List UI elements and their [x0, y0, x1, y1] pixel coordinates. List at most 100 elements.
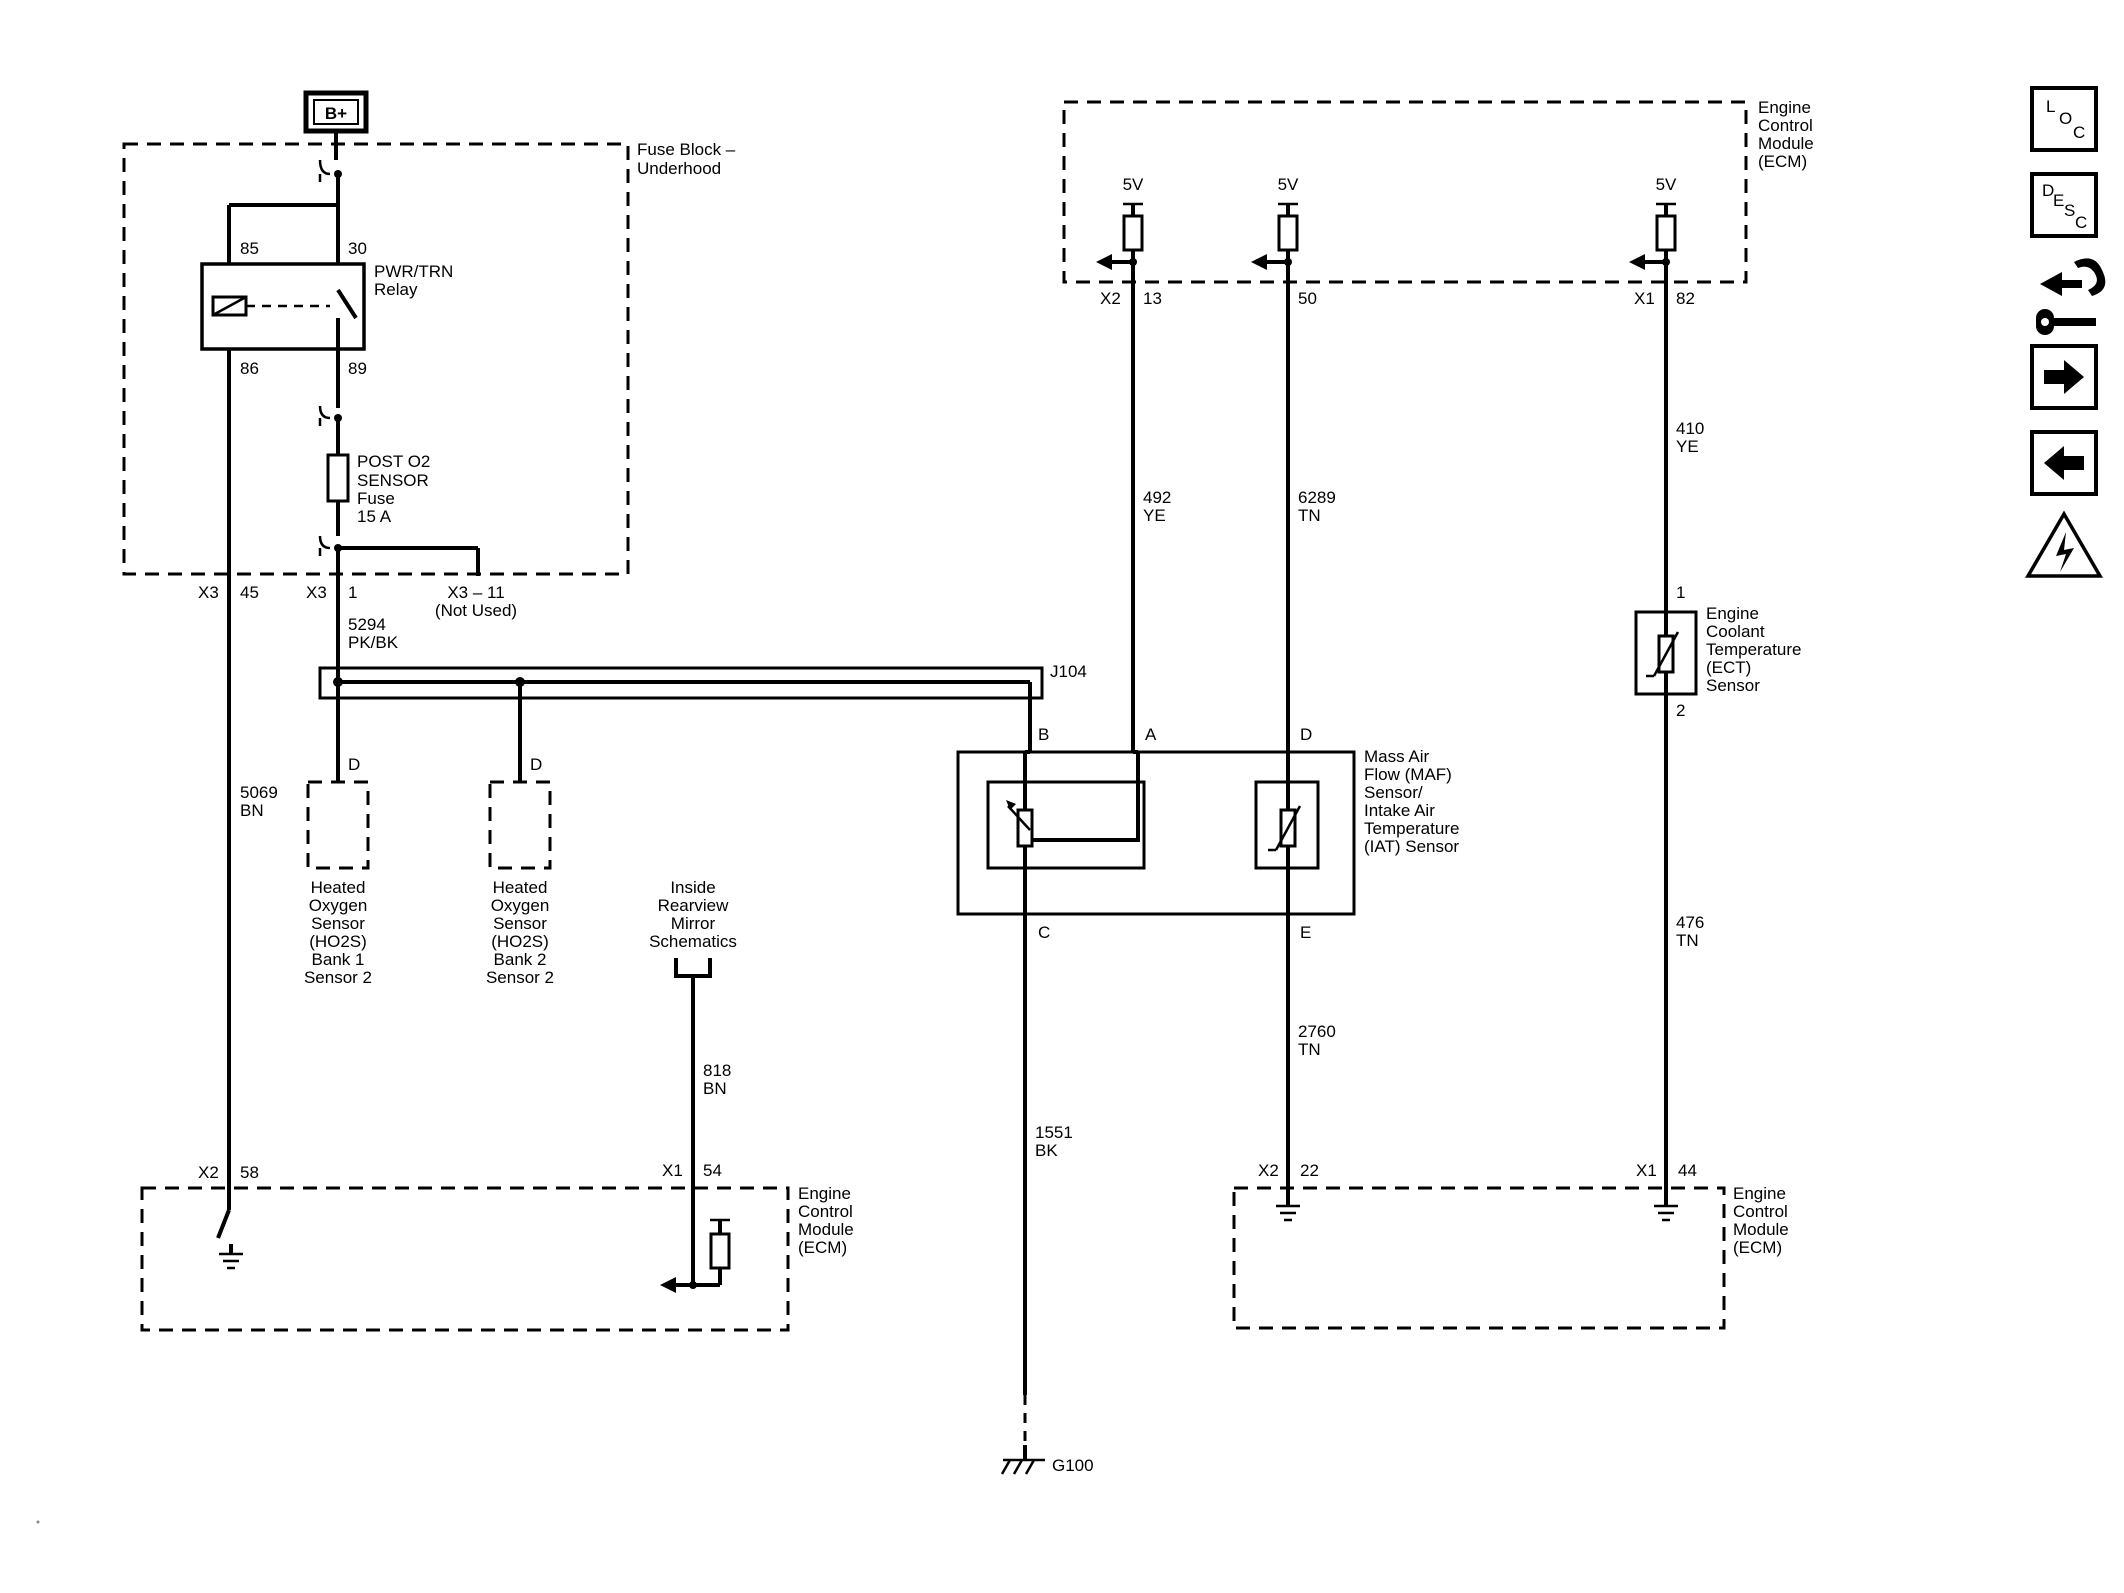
ho2s-b1-line4: (HO2S): [309, 932, 367, 951]
ecm-bottom-left-outline: [140, 1186, 790, 1332]
fuse-block-title-line2: Underhood: [637, 159, 721, 178]
maf-pin-b: B: [1038, 725, 1049, 744]
relay-pin-89: 89: [348, 359, 367, 378]
fb-conn-mid-pin: 1: [348, 583, 357, 602]
connector-repair-icon[interactable]: [2036, 258, 2106, 335]
ecm-bl-c1-pin: 58: [240, 1163, 259, 1182]
ho2s-b1-line1: Heated: [311, 878, 366, 897]
ect-pin-2: 2: [1676, 701, 1685, 720]
loc-letter-o: O: [2059, 109, 2072, 128]
splice-pack-j104: J104: [318, 662, 1087, 700]
maf-pin-e: E: [1300, 923, 1311, 942]
fb-conn-left-name: X3: [198, 583, 219, 602]
wire-1551-color: BK: [1035, 1141, 1058, 1160]
ect-label-line1: Engine: [1706, 604, 1759, 623]
ground-label: G100: [1052, 1456, 1094, 1475]
relay-pin-85: 85: [240, 239, 259, 258]
arrow-right-icon: [2044, 360, 2084, 394]
ecm-top-line4: (ECM): [1758, 152, 1807, 171]
ect-label-line2: Coolant: [1706, 622, 1765, 641]
relay-name-line2: Relay: [374, 280, 418, 299]
maf-iat-sensor: B A D C E Mass Air Flow (MAF) Sensor/ In…: [956, 725, 1459, 942]
relay-pin-86: 86: [240, 359, 259, 378]
wire-1551-num: 1551: [1035, 1123, 1073, 1142]
wire-2760-num: 2760: [1298, 1022, 1336, 1041]
fuse-label-line3: Fuse: [357, 489, 395, 508]
next-page-arrow-button[interactable]: [2030, 344, 2098, 410]
fb-conn-mid-name: X3: [306, 583, 327, 602]
maf-pin-a: A: [1145, 725, 1157, 744]
fuse-block-title-line1: Fuse Block –: [637, 140, 736, 159]
ecm-top-c1-pin: 13: [1143, 289, 1162, 308]
ecm-br-c2-name: X1: [1636, 1161, 1657, 1180]
ho2s-b2-line5: Bank 2: [494, 950, 547, 969]
ecm-5v-reference-2: 5V: [1251, 175, 1299, 270]
desc-letter-e: E: [2053, 191, 2064, 210]
ecm-bl-c2-pin: 54: [703, 1161, 722, 1180]
mirror-line4: Schematics: [649, 932, 737, 951]
pwr-trn-relay: 85 30 86 89 PWR/TRN Relay: [200, 205, 453, 378]
post-o2-sensor-fuse: POST O2 SENSOR Fuse 15 A: [326, 452, 430, 526]
ecm-top-c3-name: X1: [1634, 289, 1655, 308]
description-button[interactable]: D E S C: [2030, 172, 2098, 238]
fuse-label-line4: 15 A: [357, 507, 392, 526]
arrow-left-icon: [2044, 446, 2084, 480]
ecm-top-c1-name: X2: [1100, 289, 1121, 308]
wire-410-color: YE: [1676, 437, 1699, 456]
ecm-top-line2: Control: [1758, 116, 1813, 135]
ecm-bl-line4: (ECM): [798, 1238, 847, 1257]
ho2s-b2-line2: Oxygen: [491, 896, 550, 915]
ho2s-b1-pin: D: [348, 755, 360, 774]
ecm-bl-c1-name: X2: [198, 1163, 219, 1182]
fb-conn-right-name: X3 – 11: [447, 583, 504, 602]
ground-g100: G100: [1000, 1445, 1094, 1475]
desc-letter-s: S: [2064, 201, 2075, 220]
ect-sensor: 1 2 Engine Coolant Temperature (ECT) Sen…: [1634, 583, 1801, 720]
wire-6289-color: TN: [1298, 506, 1321, 525]
ecm-top-v3: 5V: [1656, 175, 1677, 194]
wire-5294-num: 5294: [348, 615, 386, 634]
relay-pin-30: 30: [348, 239, 367, 258]
wire-6289-num: 6289: [1298, 488, 1336, 507]
ect-label-line5: Sensor: [1706, 676, 1760, 695]
maf-label-line4: Intake Air: [1364, 801, 1435, 820]
ho2s-b1-line6: Sensor 2: [304, 968, 372, 987]
ecm-top-outline: [1062, 100, 1748, 284]
ecm-bl-c2-name: X1: [662, 1161, 683, 1180]
ho2s-b2-pin: D: [530, 755, 542, 774]
ecm-br-c2-pin: 44: [1678, 1161, 1697, 1180]
ecm-br-c1-name: X2: [1258, 1161, 1279, 1180]
wire-5069-num: 5069: [240, 783, 278, 802]
maf-label-line5: Temperature: [1364, 819, 1459, 838]
ecm-br-line3: Module: [1733, 1220, 1789, 1239]
wire-818-color: BN: [703, 1079, 727, 1098]
ecm-5v-reference-3: 5V: [1629, 175, 1677, 270]
loc-letter-c: C: [2073, 123, 2085, 142]
splice-label: J104: [1050, 662, 1087, 681]
ho2s-b1-line3: Sensor: [311, 914, 365, 933]
ho2s-b1-line2: Oxygen: [309, 896, 368, 915]
ecm-br-line1: Engine: [1733, 1184, 1786, 1203]
maf-label-line6: (IAT) Sensor: [1364, 837, 1459, 856]
ho2s-b2-line4: (HO2S): [491, 932, 549, 951]
loc-letter-l: L: [2046, 97, 2055, 116]
fb-conn-left-pin: 45: [240, 583, 259, 602]
mirror-line1: Inside: [670, 878, 715, 897]
maf-pin-d: D: [1300, 725, 1312, 744]
previous-page-arrow-button[interactable]: [2030, 430, 2098, 496]
wire-5294-color: PK/BK: [348, 633, 399, 652]
ect-pin-1: 1: [1676, 583, 1685, 602]
ho2s-b2-line1: Heated: [493, 878, 548, 897]
maf-label-line3: Sensor/: [1364, 783, 1423, 802]
ecm-bl-line2: Control: [798, 1202, 853, 1221]
wire-492-num: 492: [1143, 488, 1171, 507]
ecm-br-line2: Control: [1733, 1202, 1788, 1221]
wire-818-num: 818: [703, 1061, 731, 1080]
ect-label-line3: Temperature: [1706, 640, 1801, 659]
ho2s-b2-line3: Sensor: [493, 914, 547, 933]
wire-492-color: YE: [1143, 506, 1166, 525]
location-button[interactable]: L O C: [2030, 86, 2098, 152]
battery-label: B+: [325, 104, 347, 123]
ho2s-b2-line6: Sensor 2: [486, 968, 554, 987]
electrical-warning-icon[interactable]: [2024, 510, 2104, 578]
